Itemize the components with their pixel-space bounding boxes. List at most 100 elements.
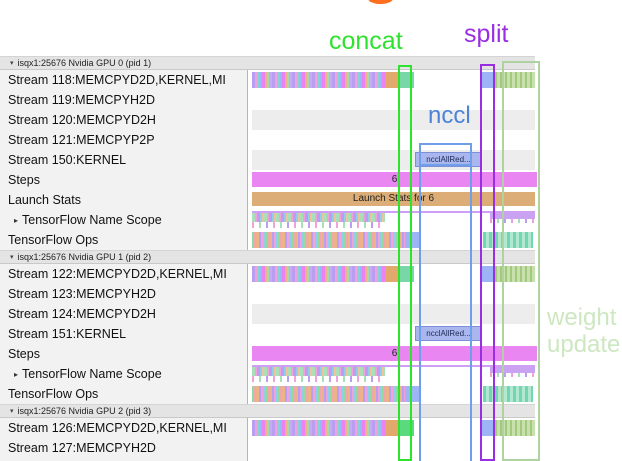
- scope-ticks: [252, 376, 385, 382]
- stream-118-track[interactable]: [252, 70, 535, 90]
- ops-events-strip[interactable]: [252, 386, 405, 402]
- header-band: [0, 404, 535, 418]
- stream-120-track[interactable]: [252, 110, 535, 130]
- gpu1-header-label: isqx1:25676 Nvidia GPU 1 (pid 2): [17, 252, 152, 262]
- split-event-segment[interactable]: [482, 266, 495, 282]
- row-stream-123: Stream 123:MEMCPYH2D: [0, 284, 622, 304]
- split-event-segment[interactable]: [482, 420, 495, 436]
- stream-118-label: Stream 118:MEMCPYD2D,KERNEL,MI: [0, 70, 248, 90]
- chevron-down-icon[interactable]: ▾: [10, 408, 14, 415]
- tf-name-scope-label: TensorFlow Name Scope: [22, 213, 162, 227]
- stream-121-label: Stream 121:MEMCPYP2P: [0, 130, 248, 150]
- steps-track[interactable]: 6: [252, 170, 537, 190]
- row-launch-stats: Launch Stats Launch Stats for 6: [0, 190, 622, 210]
- stream-119-track[interactable]: [252, 90, 535, 110]
- row-tf-name-scope-gpu0: ▸TensorFlow Name Scope: [0, 210, 622, 230]
- row-stream-121: Stream 121:MEMCPYP2P: [0, 130, 622, 150]
- stream-126-label: Stream 126:MEMCPYD2D,KERNEL,MI: [0, 418, 248, 438]
- ops-right-strip[interactable]: [483, 386, 533, 402]
- stream-150-track[interactable]: ncclAllRed...: [252, 150, 535, 170]
- scope-events-strip[interactable]: [252, 213, 385, 222]
- stream-150-label: Stream 150:KERNEL: [0, 150, 248, 170]
- weight-update-events-strip[interactable]: [495, 266, 535, 282]
- weight-update-events-strip[interactable]: [495, 72, 535, 88]
- row-stream-120: Stream 120:MEMCPYD2H: [0, 110, 622, 130]
- tf-ops-track[interactable]: [252, 230, 535, 250]
- row-stream-126: Stream 126:MEMCPYD2D,KERNEL,MI: [0, 418, 622, 438]
- ops-event-segment[interactable]: [405, 232, 420, 248]
- step-bar[interactable]: 6: [252, 172, 537, 187]
- stream-124-label: Stream 124:MEMCPYD2H: [0, 304, 248, 324]
- ops-right-strip[interactable]: [483, 232, 533, 248]
- steps-label: Steps: [0, 344, 248, 364]
- concat-event-segment[interactable]: [400, 266, 414, 282]
- stream-127-label: Stream 127:MEMCPYH2D: [0, 438, 248, 461]
- stream-123-track[interactable]: [252, 284, 535, 304]
- tf-ops-label: TensorFlow Ops: [0, 384, 248, 404]
- tf-name-scope-track[interactable]: [252, 210, 535, 230]
- concat-annotation-label: concat: [329, 27, 403, 55]
- stream-122-label: Stream 122:MEMCPYD2D,KERNEL,MI: [0, 264, 248, 284]
- gpu0-header-label: isqx1:25676 Nvidia GPU 0 (pid 1): [17, 58, 152, 68]
- row-stream-118: Stream 118:MEMCPYD2D,KERNEL,MI: [0, 70, 622, 90]
- concat-event-segment[interactable]: [400, 72, 414, 88]
- nccl-allreduce-bar[interactable]: ncclAllRed...: [415, 326, 482, 341]
- chevron-down-icon[interactable]: ▾: [10, 254, 14, 261]
- stream-122-track[interactable]: [252, 264, 535, 284]
- kernel-events-strip[interactable]: [252, 72, 385, 88]
- stream-119-label: Stream 119:MEMCPYH2D: [0, 90, 248, 110]
- row-steps-gpu0: Steps 6: [0, 170, 622, 190]
- orange-glyph-fragment: [368, 0, 393, 4]
- header-band: [0, 250, 535, 264]
- row-stream-150: Stream 150:KERNEL ncclAllRed...: [0, 150, 622, 170]
- tf-ops-track[interactable]: [252, 384, 535, 404]
- stream-120-label: Stream 120:MEMCPYD2H: [0, 110, 248, 130]
- ops-event-segment[interactable]: [405, 386, 420, 402]
- stream-151-track[interactable]: ncclAllRed...: [252, 324, 535, 344]
- launch-stats-bar[interactable]: Launch Stats for 6: [252, 192, 535, 206]
- row-gpu2-header[interactable]: ▾isqx1:25676 Nvidia GPU 2 (pid 3): [0, 404, 622, 418]
- row-gpu0-header[interactable]: ▾isqx1:25676 Nvidia GPU 0 (pid 1): [0, 56, 622, 70]
- chevron-down-icon[interactable]: ▾: [10, 60, 14, 67]
- stream-126-track[interactable]: [252, 418, 535, 438]
- steps-track[interactable]: 6: [252, 344, 537, 364]
- chevron-right-icon[interactable]: ▸: [14, 370, 19, 379]
- launch-stats-track[interactable]: Launch Stats for 6: [252, 190, 535, 210]
- stream-123-label: Stream 123:MEMCPYH2D: [0, 284, 248, 304]
- launch-stats-label: Launch Stats: [0, 190, 248, 210]
- event-segment[interactable]: [385, 420, 400, 436]
- stream-121-track[interactable]: [252, 130, 535, 150]
- row-gpu1-header[interactable]: ▾isqx1:25676 Nvidia GPU 1 (pid 2): [0, 250, 622, 264]
- split-event-segment[interactable]: [482, 72, 495, 88]
- row-tf-name-scope-gpu1: ▸TensorFlow Name Scope: [0, 364, 622, 384]
- kernel-events-strip[interactable]: [252, 420, 385, 436]
- gpu2-header-label: isqx1:25676 Nvidia GPU 2 (pid 3): [17, 406, 152, 416]
- scope-right-segment[interactable]: [490, 213, 535, 219]
- event-segment[interactable]: [385, 266, 400, 282]
- row-stream-127: Stream 127:MEMCPYH2D: [0, 438, 622, 461]
- event-segment[interactable]: [385, 72, 400, 88]
- kernel-events-strip[interactable]: [252, 266, 385, 282]
- step-bar[interactable]: 6: [252, 346, 537, 361]
- scope-ticks: [252, 222, 385, 228]
- scope-top-line: [252, 211, 535, 213]
- scope-right-segment[interactable]: [490, 367, 535, 373]
- steps-label: Steps: [0, 170, 248, 190]
- row-stream-124: Stream 124:MEMCPYD2H: [0, 304, 622, 324]
- scope-events-strip[interactable]: [252, 367, 385, 376]
- scope-right-ticks: [490, 373, 535, 377]
- weight-update-events-strip[interactable]: [495, 420, 535, 436]
- tf-name-scope-track[interactable]: [252, 364, 535, 384]
- concat-event-segment[interactable]: [400, 420, 414, 436]
- scope-top-line: [252, 365, 535, 367]
- nccl-allreduce-bar[interactable]: ncclAllRed...: [415, 152, 482, 167]
- stream-151-label: Stream 151:KERNEL: [0, 324, 248, 344]
- row-tf-ops-gpu1: TensorFlow Ops: [0, 384, 622, 404]
- row-stream-122: Stream 122:MEMCPYD2D,KERNEL,MI: [0, 264, 622, 284]
- chevron-right-icon[interactable]: ▸: [14, 216, 19, 225]
- row-stream-151: Stream 151:KERNEL ncclAllRed...: [0, 324, 622, 344]
- stream-124-track[interactable]: [252, 304, 535, 324]
- stream-127-track[interactable]: [252, 438, 535, 461]
- ops-events-strip[interactable]: [252, 232, 405, 248]
